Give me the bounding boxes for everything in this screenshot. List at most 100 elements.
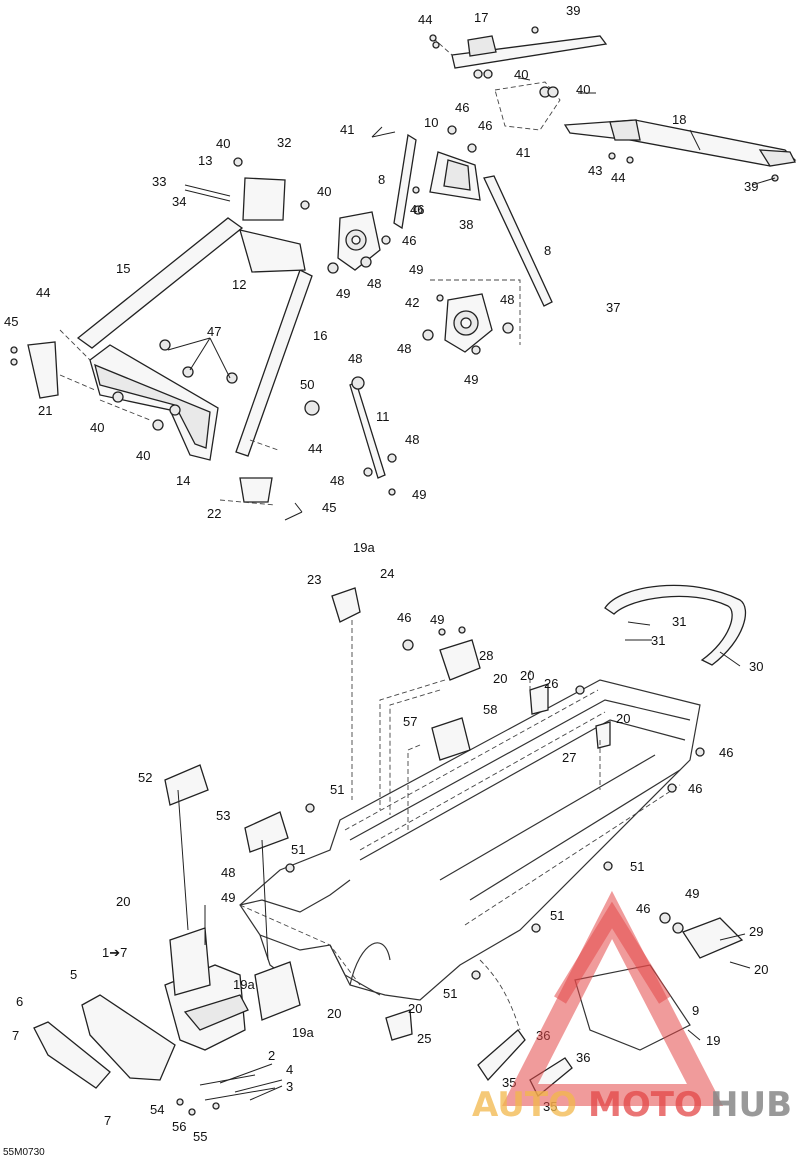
label-30: 30 <box>749 659 763 674</box>
label-1-to-7: 1➔7 <box>102 945 127 960</box>
label-20: 20 <box>116 894 130 909</box>
label-49: 49 <box>336 286 350 301</box>
label-29: 29 <box>749 924 763 939</box>
label-10: 10 <box>424 115 438 130</box>
label-4: 4 <box>286 1062 293 1077</box>
front-bar-16 <box>235 269 313 457</box>
label-46: 46 <box>688 781 702 796</box>
label-46: 46 <box>402 233 416 248</box>
label-5: 5 <box>70 967 77 982</box>
label-44: 44 <box>611 170 625 185</box>
label-18: 18 <box>672 112 686 127</box>
label-9: 9 <box>692 1003 699 1018</box>
watermark-auto: AUTO <box>472 1085 577 1125</box>
label-51: 51 <box>291 842 305 857</box>
label-53: 53 <box>216 808 230 823</box>
label-52: 52 <box>138 770 152 785</box>
tunnel-frame <box>239 679 701 1001</box>
label-48: 48 <box>330 473 344 488</box>
label-41: 41 <box>340 122 354 137</box>
bracket-53 <box>244 811 289 853</box>
diagram-code: 55M0730 <box>3 1147 45 1158</box>
label-31: 31 <box>672 614 686 629</box>
side-plate-5 <box>81 994 176 1081</box>
label-43: 43 <box>588 163 602 178</box>
label-20: 20 <box>493 671 507 686</box>
label-49: 49 <box>430 612 444 627</box>
label-17: 17 <box>474 10 488 25</box>
label-15: 15 <box>116 261 130 276</box>
bracket-22 <box>239 477 273 503</box>
label-7: 7 <box>12 1028 19 1043</box>
label-19: 19 <box>706 1033 720 1048</box>
link-bar-8-right <box>483 175 553 307</box>
label-40: 40 <box>317 184 331 199</box>
bracket-57 <box>431 717 471 761</box>
label-44: 44 <box>418 12 432 27</box>
label-19a: 19a <box>292 1025 314 1040</box>
label-20: 20 <box>327 1006 341 1021</box>
label-45: 45 <box>322 500 336 515</box>
label-39: 39 <box>566 3 580 18</box>
watermark-moto: MOTO <box>588 1085 703 1125</box>
label-22: 22 <box>207 506 221 521</box>
label-20: 20 <box>616 711 630 726</box>
label-28: 28 <box>479 648 493 663</box>
label-44: 44 <box>36 285 50 300</box>
label-36: 36 <box>576 1050 590 1065</box>
label-34: 34 <box>172 194 186 209</box>
label-49: 49 <box>221 890 235 905</box>
label-40: 40 <box>576 82 590 97</box>
label-48: 48 <box>348 351 362 366</box>
link-bar-8-left <box>393 133 417 230</box>
bracket-13 <box>242 177 286 221</box>
label-45: 45 <box>4 314 18 329</box>
label-46: 46 <box>455 100 469 115</box>
upper-rail-17 <box>451 35 608 69</box>
rail-slider-35-left <box>477 1029 526 1082</box>
label-49: 49 <box>685 886 699 901</box>
label-14: 14 <box>176 473 190 488</box>
side-plate-6 <box>33 1021 111 1089</box>
label-46: 46 <box>410 202 424 217</box>
label-32: 32 <box>277 135 291 150</box>
label-19a: 19a <box>233 977 255 992</box>
grab-handle-30 <box>604 584 747 666</box>
label-51: 51 <box>630 859 644 874</box>
label-27: 27 <box>562 750 576 765</box>
label-48: 48 <box>500 292 514 307</box>
label-19a: 19a <box>353 540 375 555</box>
tie-rod-11 <box>349 381 386 479</box>
front-bumper-14 <box>89 344 219 461</box>
leader-lines <box>167 77 776 1101</box>
label-46: 46 <box>478 118 492 133</box>
callout-labels: 44 17 39 40 40 41 10 46 46 18 32 40 13 4… <box>4 3 768 1144</box>
label-8: 8 <box>544 243 551 258</box>
bracket-12 <box>239 229 306 273</box>
bracket-25 <box>385 1009 413 1041</box>
bracket-28 <box>439 639 481 681</box>
label-42: 42 <box>405 295 419 310</box>
label-23: 23 <box>307 572 321 587</box>
label-40: 40 <box>514 67 528 82</box>
label-26: 26 <box>544 676 558 691</box>
label-20: 20 <box>520 668 534 683</box>
label-47: 47 <box>207 324 221 339</box>
bracket-23 <box>331 587 361 623</box>
label-49: 49 <box>409 262 423 277</box>
label-40: 40 <box>90 420 104 435</box>
label-20: 20 <box>754 962 768 977</box>
watermark-hub: HUB <box>710 1085 792 1125</box>
label-46: 46 <box>719 745 733 760</box>
label-13: 13 <box>198 153 212 168</box>
label-21: 21 <box>38 403 52 418</box>
label-48: 48 <box>367 276 381 291</box>
bracket-52 <box>164 764 209 806</box>
chassis-tunnel-group <box>33 584 747 1116</box>
label-49: 49 <box>412 487 426 502</box>
front-bar-15 <box>76 217 244 349</box>
watermark-logo: AUTO MOTO HUB <box>472 890 792 1125</box>
label-40: 40 <box>216 136 230 151</box>
label-39: 39 <box>744 179 758 194</box>
